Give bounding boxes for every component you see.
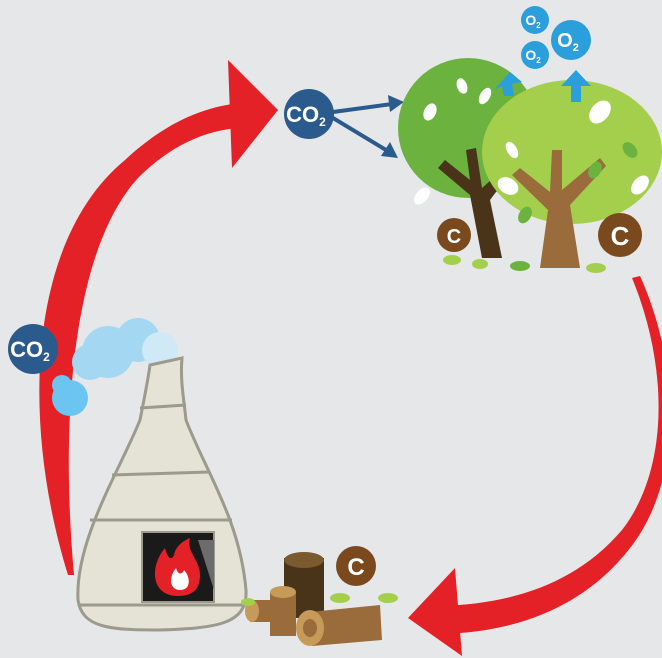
o2-small-b-subscript: 2 <box>536 56 541 65</box>
o2-badge-small-b: O2 <box>521 41 549 69</box>
co2-badge-left: CO2 <box>8 324 58 374</box>
co2-top-label: CO <box>286 102 319 127</box>
smoke-cloud-icon <box>52 318 178 416</box>
carbon-tree-left-label: C <box>447 226 461 248</box>
co2-to-tree-arrows <box>331 95 404 158</box>
o2-small-a-subscript: 2 <box>536 21 541 30</box>
o2-large-subscript: 2 <box>573 42 579 54</box>
o2-small-b-label: O <box>525 47 536 63</box>
o2-large-label: O <box>557 30 573 52</box>
cycle-arrow-down-icon <box>408 276 662 656</box>
co2-left-label: CO <box>10 337 43 362</box>
o2-badge-small-a: O2 <box>521 6 549 34</box>
co2-badge-top: CO2 <box>284 89 334 139</box>
svg-text:CO2: CO2 <box>286 102 326 129</box>
cycle-arrow-up-icon <box>39 60 278 575</box>
carbon-badge-tree-right: C <box>598 213 642 257</box>
chimney-stove-icon <box>52 318 248 632</box>
svg-text:O2: O2 <box>525 47 541 65</box>
flame-icon <box>155 538 200 596</box>
o2-small-a-label: O <box>525 12 536 28</box>
co2-top-subscript: 2 <box>319 115 326 129</box>
co2-left-subscript: 2 <box>43 350 50 364</box>
o2-badge-large: O2 <box>551 20 591 60</box>
svg-text:O2: O2 <box>525 12 541 30</box>
carbon-logs-label: C <box>347 554 364 581</box>
carbon-badge-tree-left: C <box>437 218 471 252</box>
svg-text:O2: O2 <box>557 30 579 54</box>
carbon-badge-logs: C <box>336 546 376 586</box>
svg-text:CO2: CO2 <box>10 337 50 364</box>
firewood-logs-icon <box>241 552 398 646</box>
tree-icon <box>398 58 662 273</box>
leaf-icon <box>414 78 649 205</box>
carbon-tree-right-label: C <box>611 221 630 251</box>
